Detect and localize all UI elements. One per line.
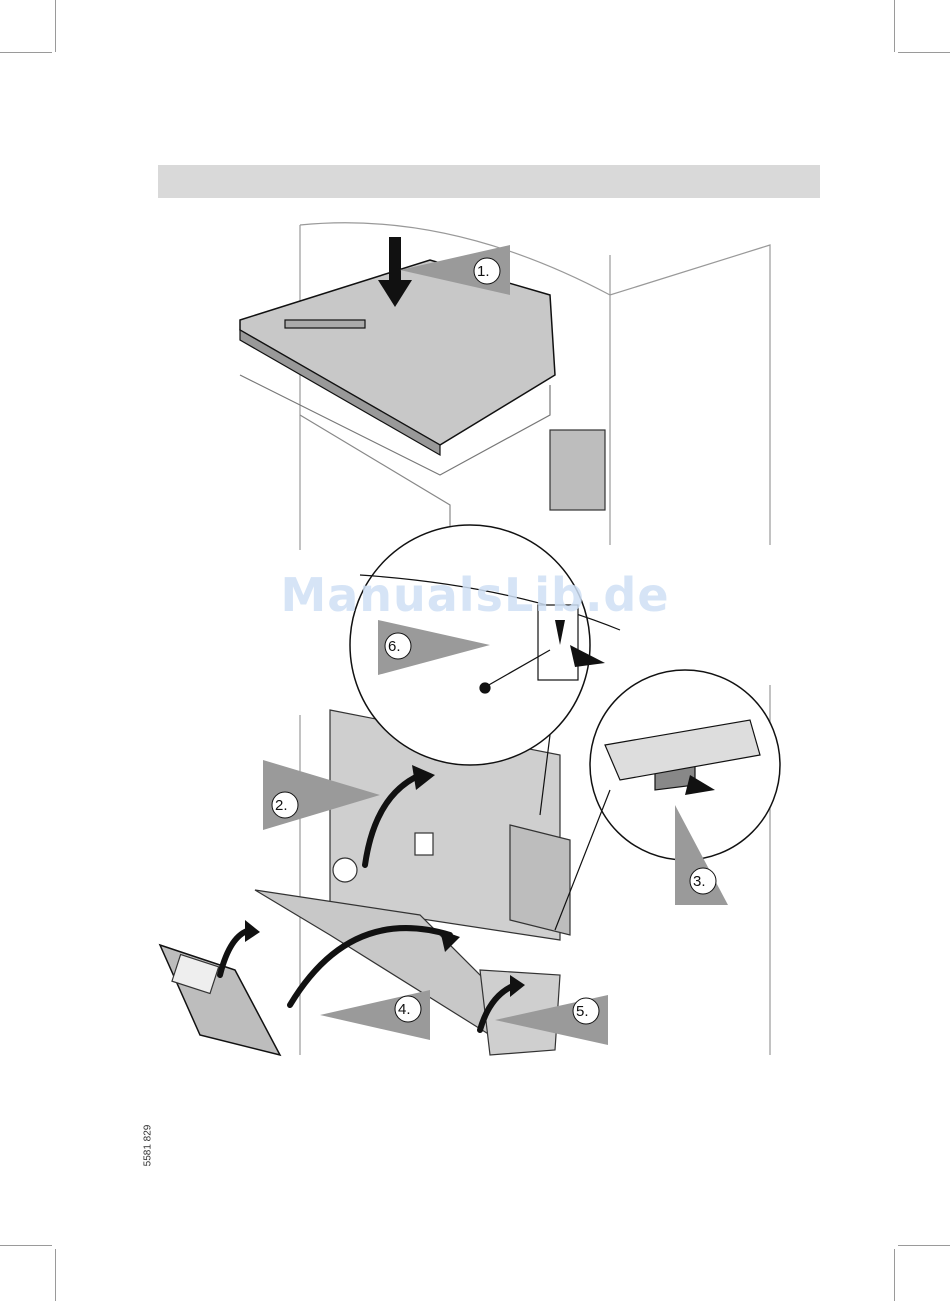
step-label-2: 2.	[275, 797, 288, 814]
crop-mark	[894, 1249, 895, 1301]
crop-mark	[898, 52, 950, 53]
crop-mark	[898, 1245, 950, 1246]
section-header-bar	[158, 165, 820, 198]
step-label-1: 1.	[477, 263, 490, 280]
installation-illustration: 1. 2. 3. 4. 5. 6.	[150, 215, 810, 1075]
document-number: 5581 829	[143, 1116, 154, 1176]
crop-mark	[894, 0, 895, 52]
step-label-3: 3.	[693, 873, 706, 890]
crop-mark	[55, 1249, 56, 1301]
step-label-4: 4.	[398, 1001, 411, 1018]
watermark: ManualsLib.de	[0, 568, 950, 622]
crop-mark	[0, 52, 52, 53]
step-label-6: 6.	[388, 638, 401, 655]
crop-mark	[0, 1245, 52, 1246]
step-label-5: 5.	[576, 1003, 589, 1020]
crop-mark	[55, 0, 56, 52]
